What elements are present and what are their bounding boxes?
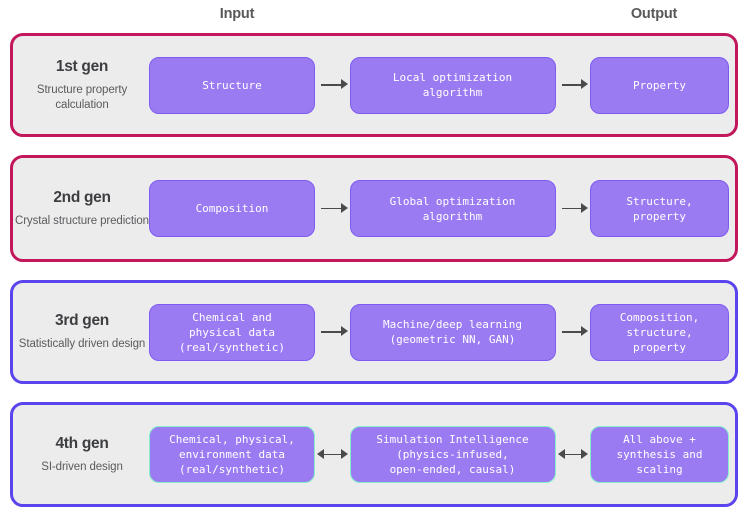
flow-node-input[interactable]: Composition	[149, 180, 315, 237]
column-header-output: Output	[630, 6, 678, 22]
arrow-bidirectional-icon	[315, 445, 350, 465]
generation-title: 2nd gen	[53, 188, 111, 206]
flow-pipeline: Chemical, physical, environment data (re…	[149, 405, 735, 504]
flow-node-input[interactable]: Chemical and physical data (real/synthet…	[149, 303, 315, 361]
flow-pipeline: Composition Global optimization algorith…	[149, 158, 735, 259]
flow-node-output[interactable]: Composition, structure, property	[590, 303, 729, 361]
flow-pipeline: Chemical and physical data (real/synthet…	[149, 283, 735, 381]
generation-row-2nd-gen: 2nd gen Crystal structure prediction Com…	[10, 155, 738, 262]
arrow-right-icon	[315, 199, 350, 219]
generation-label-block: 3rd gen Statistically driven design	[13, 312, 149, 352]
flow-node-process[interactable]: Simulation Intelligence (physics-infused…	[349, 426, 556, 483]
arrow-right-icon	[315, 322, 350, 342]
generation-label-block: 4th gen SI-driven design	[13, 435, 149, 475]
column-header-input: Input	[219, 6, 255, 22]
flow-node-process[interactable]: Machine/deep learning (geometric NN, GAN…	[349, 303, 556, 361]
column-headers: Input Output	[0, 0, 748, 30]
generation-subtitle: Structure property calculation	[36, 83, 128, 111]
generation-label-block: 1st gen Structure property calculation	[13, 58, 149, 113]
generation-title: 4th gen	[55, 434, 109, 452]
generation-subtitle: Crystal structure prediction	[15, 214, 149, 227]
flow-node-output[interactable]: Property	[590, 56, 729, 114]
flow-node-input[interactable]: Chemical, physical, environment data (re…	[149, 426, 315, 483]
generation-title: 1st gen	[55, 57, 109, 75]
arrow-right-icon	[556, 322, 591, 342]
flow-pipeline: Structure Local optimization algorithm P…	[149, 36, 735, 134]
generation-subtitle: SI-driven design	[41, 460, 123, 473]
generation-title: 3rd gen	[55, 312, 109, 329]
generation-label-block: 2nd gen Crystal structure prediction	[13, 189, 149, 229]
generation-row-4th-gen: 4th gen SI-driven design Chemical, physi…	[10, 402, 738, 507]
arrow-right-icon	[315, 75, 350, 95]
arrow-right-icon	[556, 75, 591, 95]
generation-row-3rd-gen: 3rd gen Statistically driven design Chem…	[10, 280, 738, 384]
flow-node-process[interactable]: Global optimization algorithm	[349, 180, 556, 237]
generation-row-1st-gen: 1st gen Structure property calculation S…	[10, 33, 738, 137]
arrow-bidirectional-icon	[556, 445, 591, 465]
flow-node-input[interactable]: Structure	[149, 56, 315, 114]
flow-node-output[interactable]: Structure, property	[590, 180, 729, 237]
arrow-right-icon	[556, 199, 591, 219]
generation-subtitle: Statistically driven design	[18, 338, 146, 350]
flow-node-output[interactable]: All above + synthesis and scaling	[590, 426, 729, 483]
flow-node-process[interactable]: Local optimization algorithm	[349, 56, 556, 114]
